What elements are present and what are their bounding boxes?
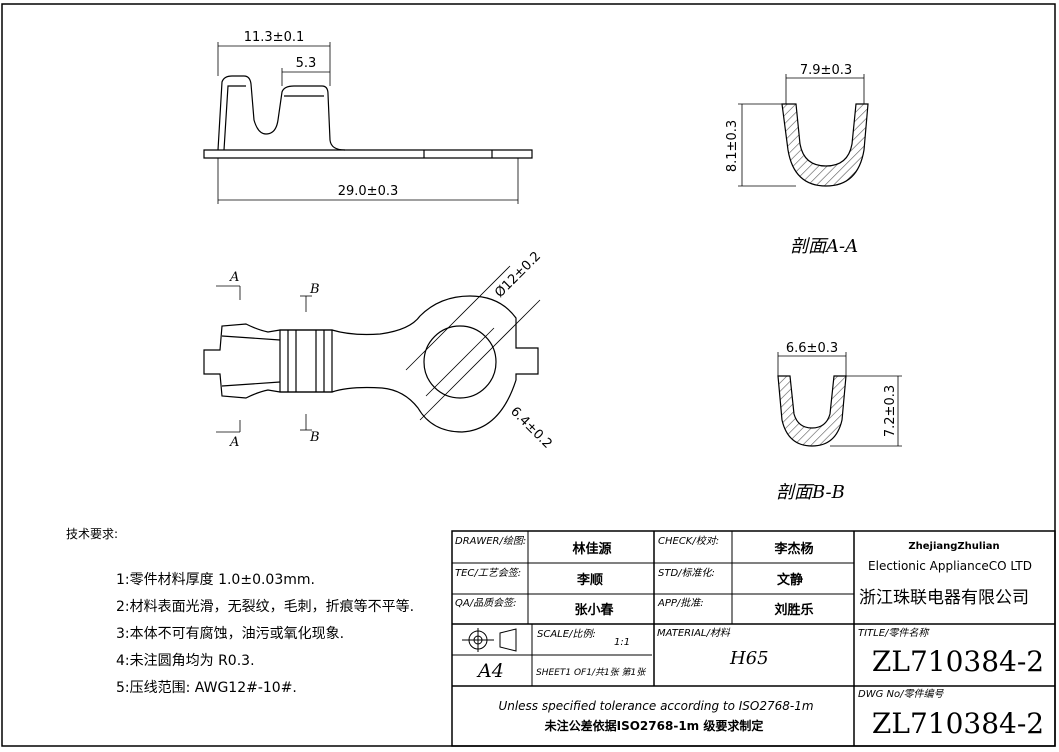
check-label: CHECK/校对:: [658, 535, 719, 547]
dim-ring-hole: 6.4±0.2: [507, 404, 555, 452]
tolerance-en: Unless specified tolerance according to …: [498, 699, 813, 713]
section-bb: [777, 352, 902, 447]
dim-bb-height: 7.2±0.3: [883, 385, 898, 437]
note-item: 3:本体不可有腐蚀，油污或氧化现象.: [116, 625, 344, 642]
marker-a-bottom: A: [229, 435, 239, 450]
scale-value: 1:1: [614, 637, 630, 648]
std-label: STD/标准化:: [658, 567, 715, 579]
tec-value: 李顺: [576, 572, 603, 588]
dwg-number: ZL710384-2: [872, 707, 1044, 740]
dim-top-width: 11.3±0.1: [244, 30, 305, 45]
dim-ring-outer: Ø12±0.2: [492, 249, 544, 301]
top-view: [203, 265, 541, 433]
note-item: 5:压线范围: AWG12#-10#.: [116, 679, 297, 696]
dim-bb-width: 6.6±0.3: [786, 341, 838, 356]
note-item: 4:未注圆角均为 R0.3.: [116, 653, 255, 669]
company-en-2: Electionic ApplianceCO LTD: [868, 559, 1032, 573]
tec-label: TEC/工艺会签:: [455, 567, 521, 579]
tolerance-cn: 未注公差依据ISO2768-1m 级要求制定: [544, 718, 764, 733]
qa-value: 张小春: [574, 602, 614, 618]
section-aa: [738, 74, 869, 187]
note-item: 2:材料表面光滑，无裂纹，毛刺，折痕等不平等.: [116, 598, 414, 615]
section-aa-label: 剖面A-A: [790, 236, 858, 257]
note-item: 1:零件材料厚度 1.0±0.03mm.: [116, 572, 315, 588]
app-label: APP/批准:: [657, 597, 704, 609]
material-label: MATERIAL/材料: [657, 627, 731, 639]
title-label: TITLE/零件名称: [858, 627, 930, 639]
company-cn: 浙江珠联电器有限公司: [859, 588, 1029, 608]
dim-total-length: 29.0±0.3: [338, 184, 399, 199]
material-value: H65: [729, 648, 769, 669]
std-value: 文静: [777, 572, 803, 588]
section-bb-label: 剖面B-B: [776, 482, 845, 503]
dim-slot-width: 5.3: [296, 56, 317, 71]
title-block: [451, 530, 1056, 747]
side-view: [203, 42, 533, 204]
projection-symbol: [462, 628, 517, 652]
sheet-label: SHEET1 OF1/共1张 第1张: [536, 667, 647, 678]
check-value: 李杰杨: [773, 541, 813, 557]
marker-b-bottom: B: [309, 430, 320, 445]
dim-aa-width: 7.9±0.3: [800, 63, 852, 78]
dwg-label: DWG No/零件编号: [858, 688, 944, 700]
marker-a-top: A: [229, 270, 239, 285]
drawer-label: DRAWER/绘图:: [455, 535, 526, 547]
part-title: ZL710384-2: [872, 645, 1044, 678]
company-en-1: ZhejiangZhulian: [908, 541, 999, 552]
app-value: 刘胜乐: [774, 602, 813, 618]
drawer-value: 林佳源: [572, 541, 611, 557]
scale-label: SCALE/比例:: [537, 628, 596, 640]
dim-aa-height: 8.1±0.3: [725, 120, 740, 172]
paper-size: A4: [476, 660, 504, 682]
qa-label: QA/品质会签:: [455, 597, 516, 609]
notes-title: 技术要求:: [66, 527, 118, 541]
marker-b-top: B: [309, 282, 320, 297]
